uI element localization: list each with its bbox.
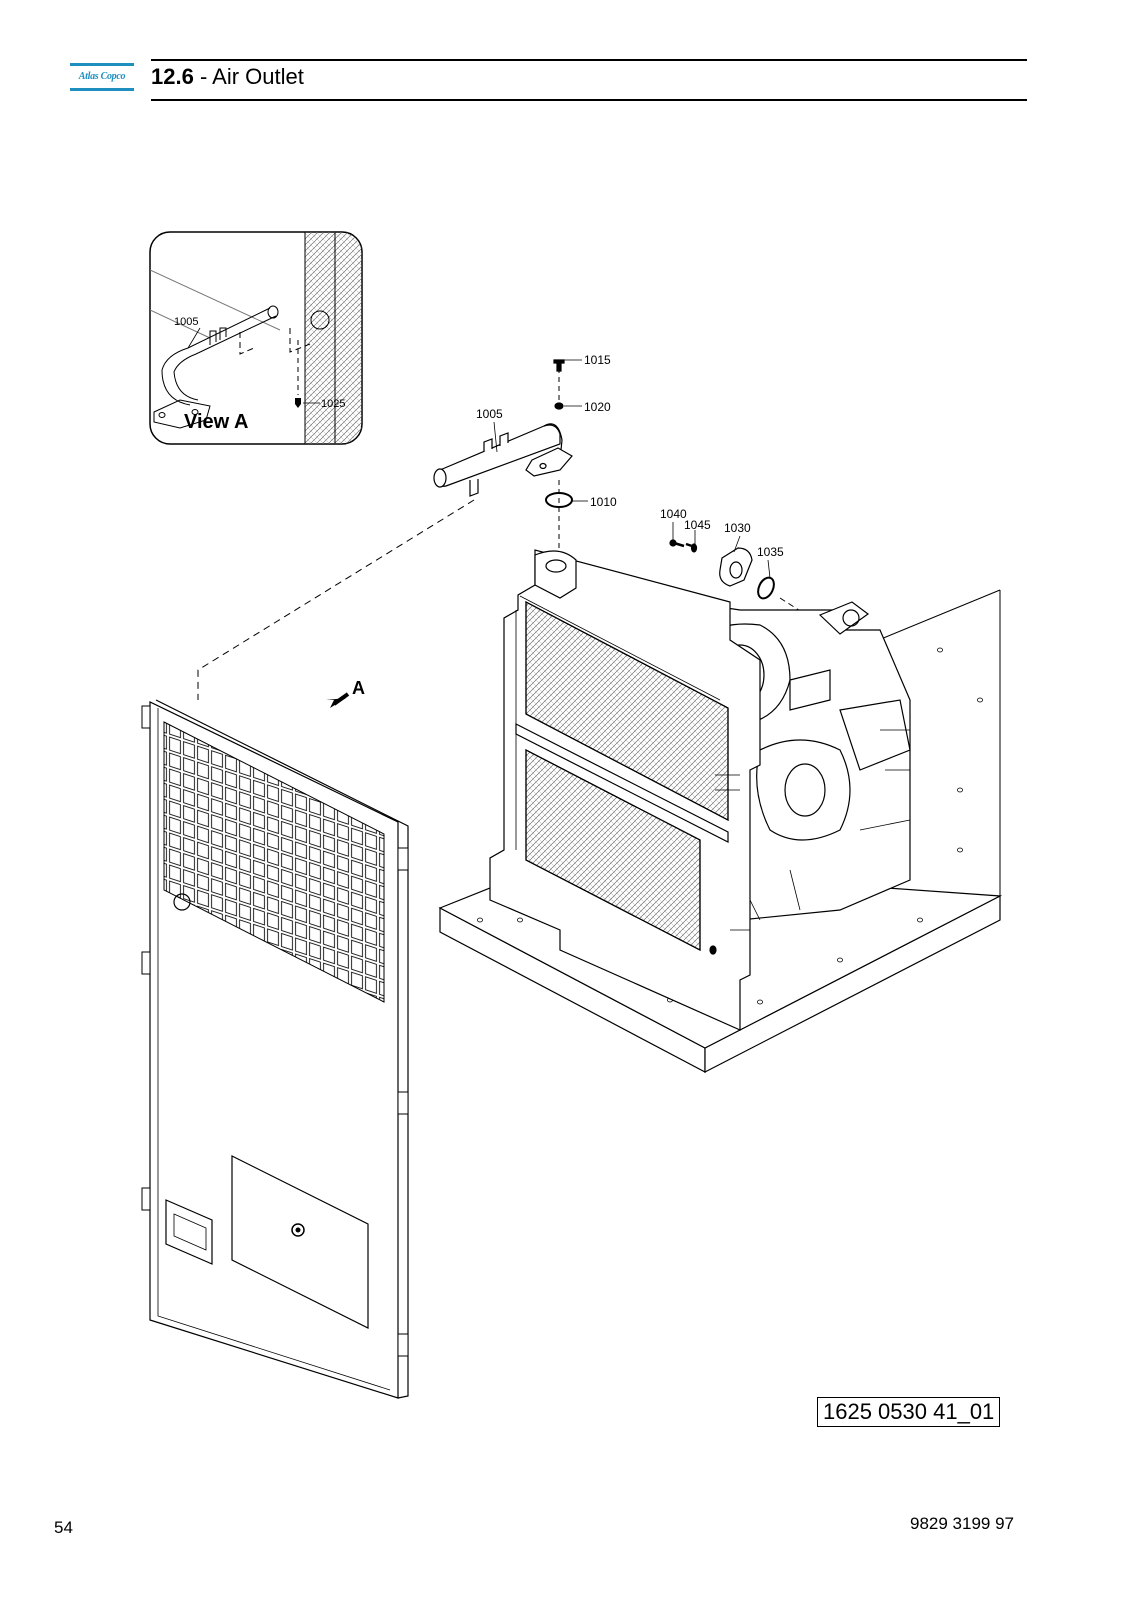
cover-plate-parts: [669, 522, 831, 631]
section-number: 12.6: [151, 64, 194, 89]
section-title: Air Outlet: [212, 64, 304, 89]
callout-1045: 1045: [684, 518, 711, 532]
callout-1005-inset: 1005: [174, 316, 198, 328]
page-number: 54: [54, 1518, 73, 1537]
callout-1020: 1020: [584, 400, 611, 414]
callout-1015: 1015: [584, 353, 611, 367]
callout-1030: 1030: [724, 521, 751, 535]
callout-1005: 1005: [476, 407, 503, 421]
inset-view-a: 1005 1025 View A: [149, 231, 363, 445]
view-arrow-label: A: [352, 678, 365, 698]
figure-reference-number: 1625 0530 41_01: [817, 1397, 1001, 1427]
callout-1010: 1010: [590, 495, 617, 509]
atlas-copco-logo: Atlas Copco: [70, 63, 134, 93]
section-separator: -: [193, 64, 213, 89]
callout-1035: 1035: [757, 545, 784, 559]
callout-1025: 1025: [321, 398, 345, 410]
door-panel: [141, 699, 409, 1399]
view-arrow-a: [326, 692, 350, 708]
header-bottom-rule: [151, 99, 1027, 101]
section-heading: 12.6 - Air Outlet: [151, 64, 304, 90]
document-number: 9829 3199 97: [910, 1514, 1014, 1533]
cooler-assembly: [489, 549, 761, 1031]
air-outlet-pipe-group: [197, 359, 588, 700]
logo-text: Atlas Copco: [78, 71, 126, 82]
callout-1040: 1040: [660, 507, 687, 521]
header-top-rule: [151, 59, 1027, 61]
inset-label-view-a: View A: [184, 411, 248, 433]
exploded-parts-drawing: 1005 1025 View A 1015 1020 1005 1010: [141, 231, 1003, 1399]
